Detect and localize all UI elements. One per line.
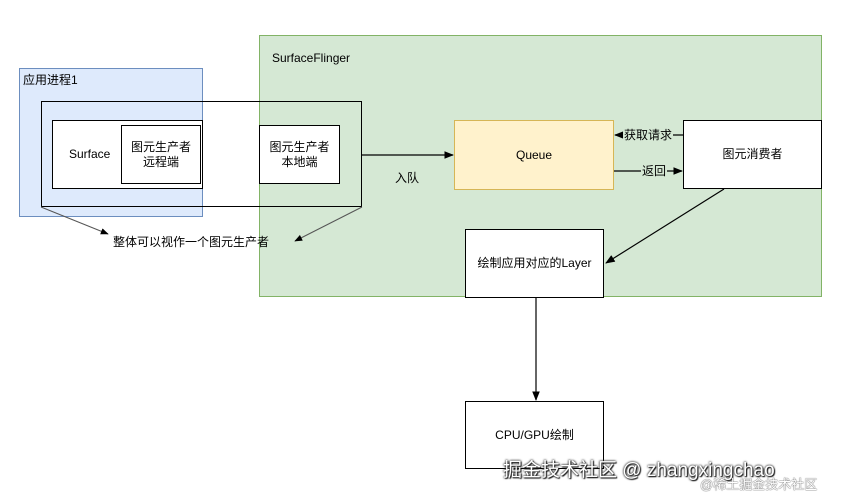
acquire-request-label: 获取请求 [623, 128, 674, 142]
local-producer-line1: 图元生产者 [269, 139, 330, 154]
consumer-to-layer-edge [605, 188, 725, 264]
watermark-main: 掘金技术社区 @ zhangxingchao [503, 460, 775, 481]
consumer-box: 图元消费者 [683, 120, 822, 189]
draw-layer-box: 绘制应用对应的Layer [465, 229, 604, 298]
queue-label: Queue [515, 147, 553, 162]
note-left-arrow [40, 206, 109, 235]
whole-producer-note: 整体可以视作一个图元生产者 [113, 235, 270, 249]
local-producer-box: 图元生产者 本地端 [259, 125, 340, 184]
cpu-gpu-label: CPU/GPU绘制 [495, 427, 574, 442]
queue-box: Queue [454, 120, 614, 190]
remote-producer-line1: 图元生产者 [130, 139, 191, 154]
app-process-label: 应用进程1 [23, 73, 78, 87]
surfaceflinger-label: SurfaceFlinger [272, 51, 351, 65]
local-producer-line2: 本地端 [281, 154, 318, 169]
enqueue-label: 入队 [395, 171, 420, 185]
remote-producer-line2: 远程端 [142, 154, 179, 169]
surface-label: Surface [69, 147, 111, 161]
note-right-arrow [294, 206, 363, 242]
consumer-label: 图元消费者 [722, 147, 783, 161]
return-label: 返回 [641, 164, 668, 178]
producer-group-outline [41, 101, 362, 207]
draw-layer-label: 绘制应用对应的Layer [477, 256, 592, 270]
watermark-corner: @稀土掘金技术社区 [700, 477, 818, 492]
remote-producer-box: 图元生产者 远程端 [121, 125, 201, 184]
cpu-gpu-box: CPU/GPU绘制 [465, 401, 604, 469]
